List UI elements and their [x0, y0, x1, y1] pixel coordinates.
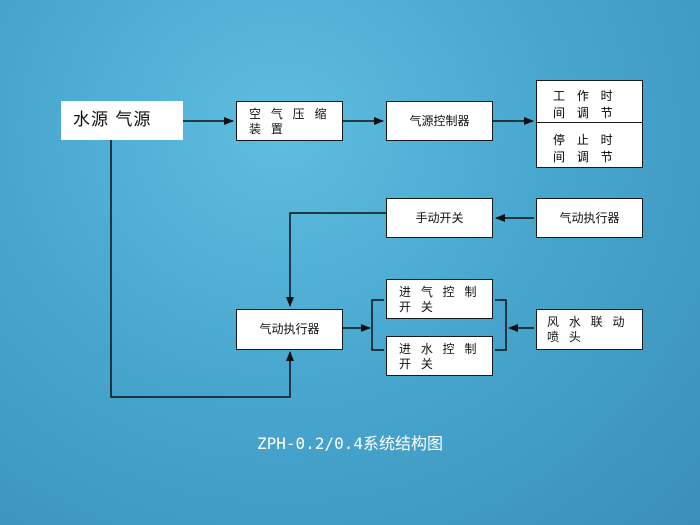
node-air-compressor: 空 气 压 缩 装 置 [236, 101, 343, 141]
node-water-air-source: 水源 气源 [61, 101, 183, 140]
node-water-inlet-control-switch: 进 水 控 制 开 关 [386, 336, 493, 376]
node-air-inlet-control-switch: 进 气 控 制 开 关 [386, 279, 493, 319]
node-pneumatic-actuator-right: 气动执行器 [536, 198, 643, 238]
valves-left-bracket [371, 299, 384, 351]
time-group-divider [537, 122, 642, 123]
diagram-caption: ZPH-0.2/0.4系统结构图 [257, 434, 443, 453]
node-manual-switch: 手动开关 [386, 198, 493, 238]
time-adjust-group: 工 作 时 间 调 节 停 止 时 间 调 节 [536, 80, 643, 168]
node-stop-time-adjust: 停 止 时 间 调 节 [553, 133, 617, 164]
node-pneumatic-actuator-left: 气动执行器 [236, 309, 343, 350]
arrow-manual-actuator [286, 212, 386, 307]
node-air-source-controller: 气源控制器 [386, 101, 493, 141]
node-wind-water-linkage-nozzle: 风 水 联 动 喷 头 [536, 309, 643, 350]
node-work-time-adjust: 工 作 时 间 调 节 [553, 89, 617, 120]
arrow-source-actuator [110, 140, 294, 398]
valves-right-bracket [495, 299, 507, 351]
